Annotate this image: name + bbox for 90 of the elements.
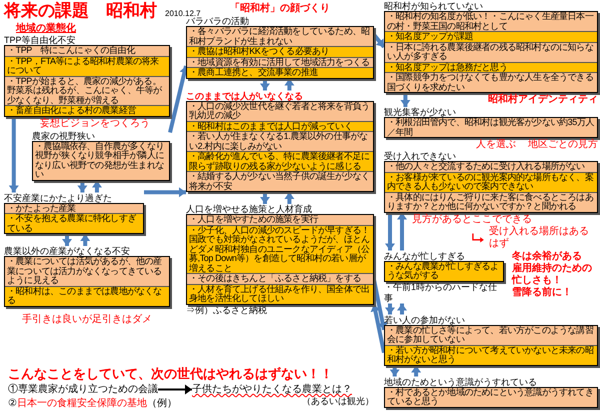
issue-row: ・結婚する人が少ない当然子供の誕生が少なく将来が不安 <box>187 171 373 191</box>
issue-row: ・国際競争力をつけなくても豊かな人生を全うできる国づくりを求めたい <box>385 72 597 92</box>
note-text: 手引きは良いが足引きはダメ <box>22 312 152 326</box>
issue-row: ・日本に誇れる農業後継者の残る昭和村なのに知らない人が多すぎる <box>385 42 597 62</box>
issue-row: ・かたよった産業 <box>5 204 143 213</box>
issue-row: ・人口の減少次世代を継ぐ若者と将来を背負う乳幼児の減少 <box>187 102 373 120</box>
arrow <box>80 234 90 246</box>
issue-row: ・畜産自由化による村の農業経営 <box>5 105 169 116</box>
box-heading: 昭和村が知られていない <box>384 1 484 11</box>
issue-row: ・TPP 特にこんにゃくの自由化 <box>5 46 169 56</box>
arrow <box>62 234 72 246</box>
note-text: 地域の業態化 <box>16 22 77 35</box>
box-heading: 農業以外の産業がなくなる不安 <box>4 246 131 256</box>
note-text: こんなことをしていて、次の世代はやれるはずない！！ <box>8 365 334 382</box>
arrow <box>284 192 294 204</box>
issue-row: ・農業の忙しさ等によって、若い方がこのような講習会に参加していない <box>385 326 597 344</box>
note-text: 人を選ぶ <box>476 138 516 150</box>
box-heading: 若い人の参加がない <box>384 314 466 324</box>
issue-row: ・昭和村は、このままでは農地がなくなる <box>5 286 169 306</box>
side-note: ⇒例）ふるさと納税 <box>186 304 268 316</box>
note-text: 見方があるとここでできる <box>412 214 533 226</box>
note-text: ② <box>8 397 17 410</box>
note-text: 受け入れる場所はあるはず <box>488 226 590 250</box>
issue-row: ・農協は昭和村KKをつくる必要あり <box>187 46 373 56</box>
side-note: （あるいは観光） <box>302 396 374 407</box>
arrow <box>77 180 88 192</box>
note-text: 子供たちがやりたくなる農業とは？ <box>192 383 352 396</box>
issue-row: ・農業については活気があるが、他の産業については活力がなくなってきているように見える <box>5 257 169 286</box>
arrow <box>397 304 407 314</box>
arrow <box>397 212 407 250</box>
issue-row: ・農協職依存、自作農が多くなり視野が狭くなり競争相手が隣人になり広い視野での発想が生まれない <box>33 142 169 180</box>
issue-row: ・他の人々と交流するために受け入れる場所がない <box>385 162 597 172</box>
issue-row: ・少子化、人口の減少のスピードが早すぎる！国政でも対策がなされているようだが、ほとんどダメ昭和村独自のユニークなアイディア（公募,Top Down等）を創造して昭和村の若い層が増えること <box>187 224 373 273</box>
box-heading: バラバラの活動 <box>186 16 250 26</box>
side-note: ・午前1時からのハードな仕事 <box>384 282 498 304</box>
issue-row: ・村であるとか地域のためにという意識がうすれてきていると思う <box>385 388 597 406</box>
issue-row: ・具体的にはりんご狩りに来た客に食べるところはありますか？とか他に何かないですか？と聞かれる <box>385 192 597 212</box>
box-heading: TPP等自由化不安 <box>4 35 77 45</box>
note-text: 昭和村アイデンティティ <box>488 94 598 106</box>
box-heading: 受け入れできない <box>384 151 457 161</box>
issue-row: ・不安を抱える農業に特化しすぎている <box>5 213 143 233</box>
issue-row: ・若い人が住まなくなる1.農業以外の仕事がない2.村内に楽しみがない <box>187 131 373 151</box>
note-text: 雪降る前に！ <box>512 286 573 298</box>
arrow <box>400 93 410 107</box>
note-text: 2010.12.7 <box>165 8 201 18</box>
arrow <box>260 192 270 204</box>
issue-row: ・昭和村はこのままでは人口が減っていく <box>187 120 373 131</box>
arrow <box>385 304 395 314</box>
issue-row: ・高齢化が進んでいる、特に農業後継者不足に限らず跡取りの残る家が少ないように感じる <box>187 151 373 171</box>
arrow <box>411 366 422 376</box>
issue-row: ・知名度アップは急務だと思う <box>385 62 597 72</box>
issue-row: ・利根沼田管内で、昭和村は観光客が少ない約35万人／年間 <box>385 118 597 137</box>
arrow <box>385 212 395 250</box>
issue-row: ・若い方が昭和村について考えていかないと未来の昭和村がないと思う <box>385 344 597 364</box>
arrow <box>390 366 400 376</box>
issue-row: ・昭和村の知名度が低い！・こんにゃく生産量日本一の村・野菜王国の昭和村として <box>385 12 597 31</box>
note-text: 雇用維持のための忙しさも！ <box>512 262 593 286</box>
box-heading: 観光集客が少ない <box>384 107 457 117</box>
issue-row: ・知名度アップが課題 <box>385 31 597 42</box>
page-title: 将来の課題 昭和村 <box>4 0 157 22</box>
issue-row: ・地域資源を有効に活用して地域活力をつくる <box>187 56 373 67</box>
box-heading: 農家の視野狭い <box>32 130 96 140</box>
arrow <box>144 187 186 198</box>
issue-row: ・お客様が来ているのに観光案内的な場所もなく、案内できる人も少ないので案内できない <box>385 172 597 192</box>
box-heading: 地域のためという意識がうすれている <box>384 376 538 386</box>
note-text: 「昭和村」の顔づくり <box>230 2 330 16</box>
note-text: 地区ごとの見方 <box>528 138 598 150</box>
arrow <box>284 78 294 90</box>
arrow <box>370 304 386 354</box>
issue-row: ・人材を育て上げる仕組みを作り、国全体で出身地を活性化してほしい <box>187 284 373 304</box>
issue-row: ・その後はきちんと「ふるさと納税」をする <box>187 273 373 284</box>
note-text: 妄想ビジョンをつくろう <box>40 116 150 130</box>
note-text: 冬は余裕がある <box>512 250 583 262</box>
note-text: 日本一の食糧安全保障の基地 <box>17 397 147 410</box>
issue-row: ・TPP，FTA等による昭和村農業の将来について <box>5 56 169 76</box>
box-heading: 不安産業にかたより過ぎた <box>4 192 113 202</box>
note-text: （例） <box>147 397 177 410</box>
arrow <box>260 78 270 90</box>
box-heading: 人口を増やせる施策と人材育成 <box>186 204 313 214</box>
issue-row: ・TPPが始まると、農家の減少がある。野菜系は残れるが、こんにゃく、牛等が少なくなり、野菜種が増える <box>5 76 169 105</box>
arrow <box>8 116 19 192</box>
issue-row: ・みんな農業が忙しすぎるような気がする <box>385 262 503 280</box>
box-heading: このままでは人がいなくなる <box>186 90 304 100</box>
arrow <box>92 180 102 192</box>
issue-row: ・各々バラバラに経済活動をしているため、昭和村ブランドが生まれない <box>187 27 373 46</box>
box-heading: みんなが忙しすぎる <box>384 250 466 260</box>
note-text: ①専業農家が成り立つための会議 <box>8 383 158 396</box>
issue-row: ・農商工連携と、交流事業の推進 <box>187 67 373 78</box>
issue-row: ・人口を増やすための施策を実行 <box>187 215 373 224</box>
arrow <box>158 384 192 394</box>
